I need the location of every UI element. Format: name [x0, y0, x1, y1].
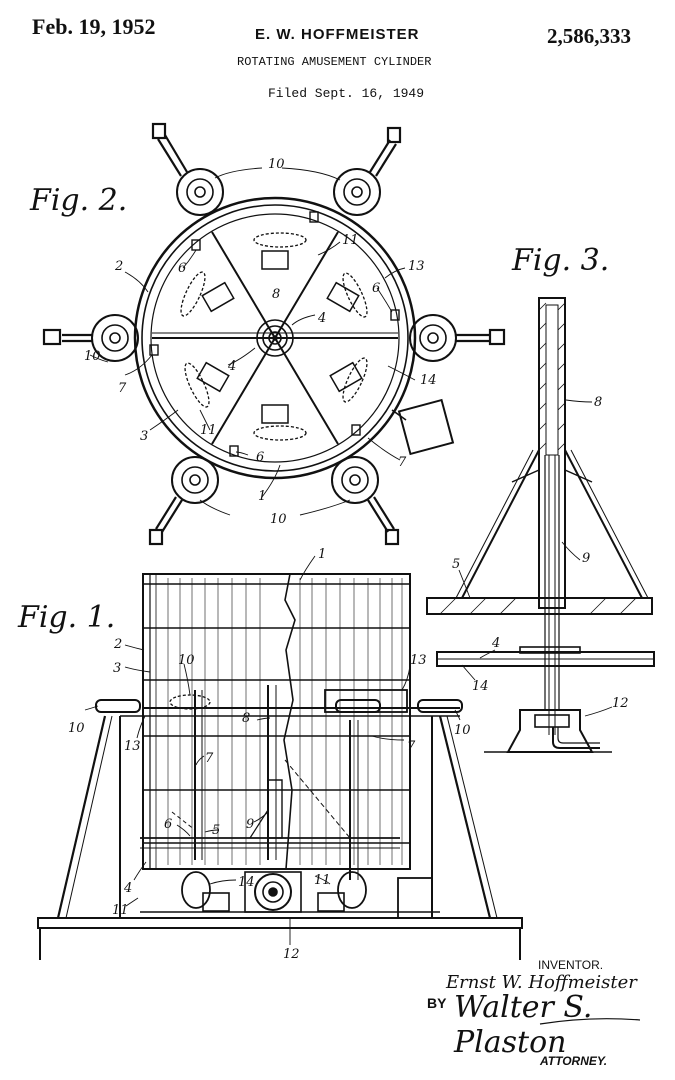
ref-11a: 11: [342, 233, 359, 248]
patent-date: Feb. 19, 1952: [32, 14, 156, 39]
ref-7-fig1a: 7: [205, 751, 214, 766]
ref-10a: 10: [268, 157, 285, 172]
ref-1-fig1: 1: [318, 547, 326, 562]
patent-title: ROTATING AMUSEMENT CYLINDER: [237, 55, 432, 69]
ref-3: 3: [140, 429, 148, 444]
ref-11-fig1a: 11: [112, 903, 129, 918]
ref-9-fig1: 9: [246, 817, 254, 832]
ref-6c: 6: [256, 450, 264, 465]
fig2-label: Fig. 2.: [29, 183, 127, 218]
fig1-drawing: Fig. 1.: [17, 547, 523, 962]
ref-2-fig1: 2: [113, 637, 122, 652]
ref-5-fig3: 5: [452, 557, 460, 572]
ref-10c: 10: [270, 512, 287, 527]
ref-1a: 1: [258, 489, 266, 504]
ref-7a: 7: [118, 381, 127, 396]
signature-flourish: [539, 1018, 641, 1025]
ref-3-fig1: 3: [113, 661, 121, 676]
ref-12-fig3: 12: [612, 696, 629, 711]
ref-14-fig1: 14: [238, 875, 255, 890]
ref-14: 14: [420, 373, 437, 388]
filed-date: Filed Sept. 16, 1949: [268, 86, 425, 101]
ref-2: 2: [114, 259, 123, 274]
ref-13-fig1b: 13: [410, 653, 427, 668]
fig2-drawing: Fig. 2.: [29, 122, 506, 546]
inventor-header: E. W. HOFFMEISTER: [255, 26, 420, 43]
ref-8-fig3: 8: [594, 395, 602, 410]
ref-9-fig3: 9: [582, 551, 590, 566]
ref-8-fig1: 8: [242, 711, 250, 726]
ref-6a: 6: [178, 261, 186, 276]
ref-13-fig1a: 13: [124, 739, 141, 754]
ref-4a: 4: [317, 311, 326, 326]
ref-7b: 7: [398, 455, 407, 470]
attorney-signature: Walter S. Plaston: [454, 990, 593, 1060]
fig3-label: Fig. 3.: [511, 243, 609, 278]
ref-11b: 11: [200, 423, 217, 438]
ref-4b: 4: [227, 359, 236, 374]
ref-10-fig1a: 10: [178, 653, 195, 668]
ref-4-fig3: 4: [491, 636, 500, 651]
ref-12-fig1: 12: [283, 947, 300, 962]
ref-10-fig1c: 10: [454, 723, 471, 738]
ref-8: 8: [272, 287, 280, 302]
ref-10-fig1b: 10: [68, 721, 85, 736]
fig3-drawing: Fig. 3.: [426, 243, 655, 753]
ref-5-fig1: 5: [212, 823, 220, 838]
ref-11-fig1b: 11: [314, 873, 331, 888]
inventor-label: INVENTOR.: [538, 958, 604, 972]
by-label: BY: [427, 995, 447, 1011]
fig1-label: Fig. 1.: [17, 600, 115, 635]
ref-6b: 6: [372, 281, 380, 296]
ref-6-fig1: 6: [164, 817, 172, 832]
patent-number: 2,586,333: [547, 24, 631, 48]
attorney-label: ATTORNEY.: [540, 1054, 608, 1068]
ref-10b: 10: [84, 349, 101, 364]
ref-13: 13: [408, 259, 425, 274]
ref-7-fig1b: 7: [407, 739, 416, 754]
ref-4-fig1: 4: [123, 881, 132, 896]
inventor-signature: Ernst W. Hoffmeister: [446, 972, 637, 993]
ref-14-fig3: 14: [472, 679, 489, 694]
